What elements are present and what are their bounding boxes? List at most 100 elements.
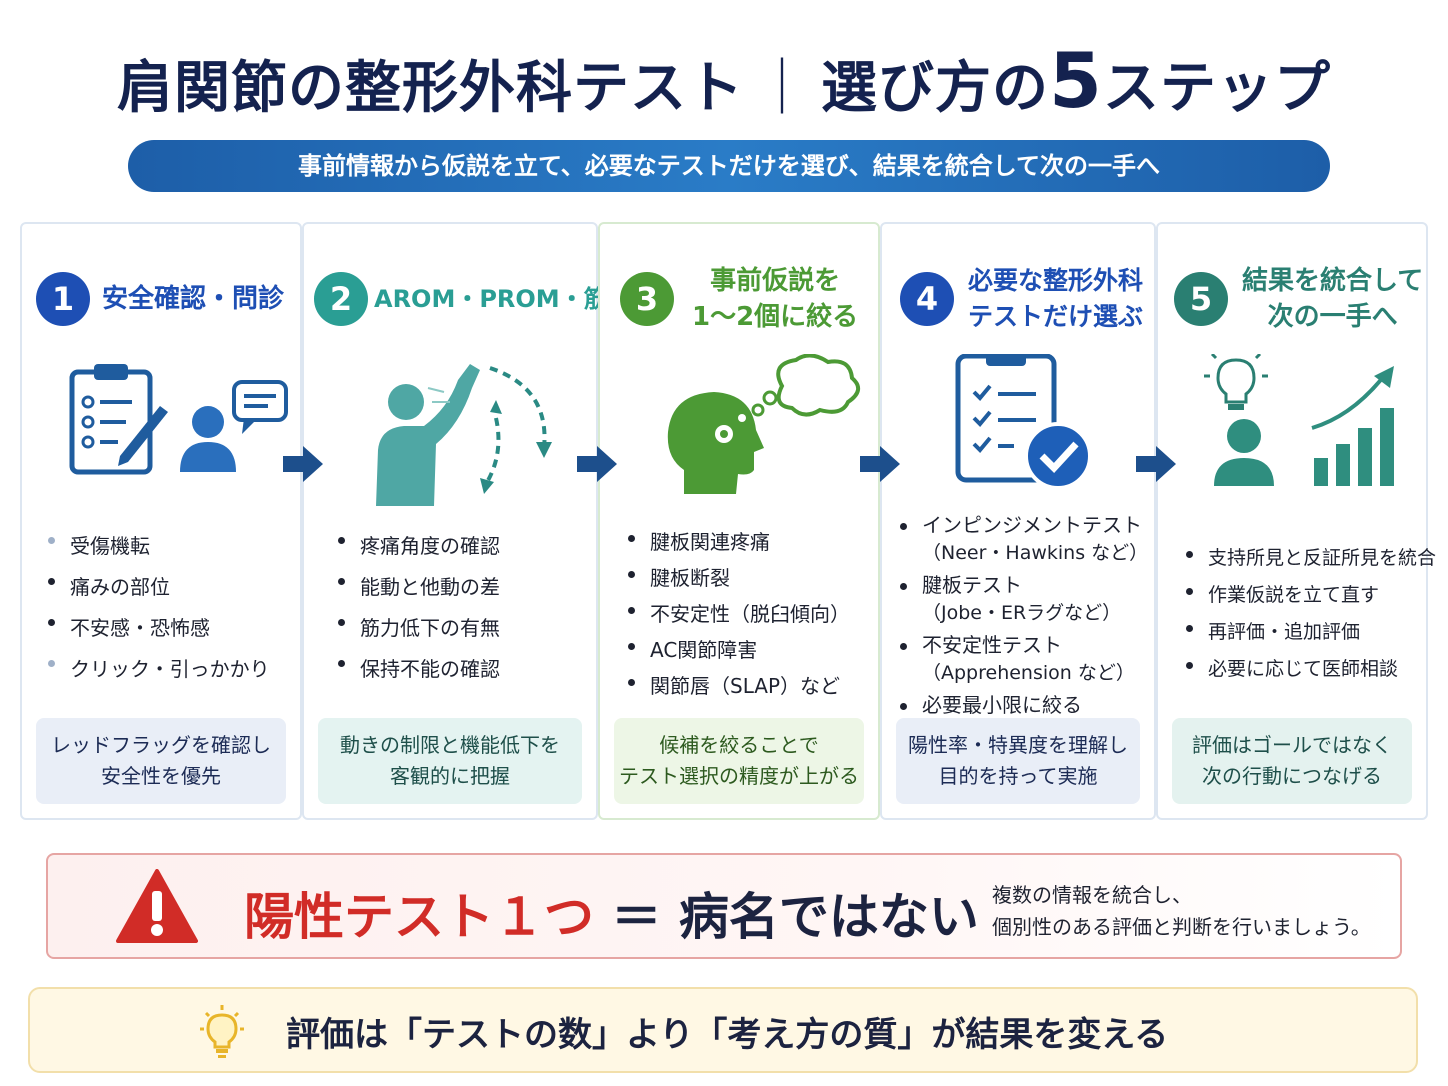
- bullet-sub: （Jobe・ERラグなど）: [922, 602, 1122, 624]
- warning-box: 陽性テスト１つ ＝ 病名ではない 複数の情報を統合し、 個別性のある評価と判断を…: [46, 853, 1402, 959]
- step-number-badge: 1: [36, 272, 90, 326]
- note-line: レッドフラッグを確認し: [51, 733, 271, 757]
- tip-text: 評価は「テストの数」より「考え方の質」が結果を変える: [286, 1015, 1169, 1055]
- list-item: 作業仮説を立て直す: [1184, 577, 1426, 614]
- list-item: 必要に応じて医師相談: [1184, 651, 1426, 688]
- list-item: 受傷機転: [46, 526, 300, 567]
- arrow-right-icon: [1136, 446, 1176, 482]
- step-card-4: 4 必要な整形外科 テストだけ選ぶ インピンジメントテ: [880, 222, 1156, 820]
- step-bullet-list: 腱板関連疼痛 腱板断裂 不安定性（脱臼傾向） AC関節障害 関節唇（SLAP）な…: [626, 524, 878, 704]
- step-illustration: [22, 354, 300, 514]
- list-item: 不安定性テスト （Apprehension など）: [898, 632, 1154, 686]
- bullet-main: 必要最小限に絞る: [922, 693, 1082, 717]
- list-item: 支持所見と反証所見を統合: [1184, 540, 1436, 577]
- bullet-main: インピンジメントテスト: [922, 513, 1142, 537]
- step-title: 事前仮説を 1～2個に絞る: [692, 263, 858, 335]
- step-title: 結果を統合して 次の一手へ: [1242, 263, 1423, 335]
- arm-raise-icon: [376, 364, 552, 506]
- step-number-badge: 5: [1174, 272, 1228, 326]
- title-separator: ｜: [754, 56, 812, 121]
- step-header: 1 安全確認・問診: [22, 244, 300, 354]
- list-item: 不安定性（脱臼傾向）: [626, 596, 878, 632]
- step-title: AROM・PROM・筋力: [374, 281, 632, 317]
- step-header: 3 事前仮説を 1～2個に絞る: [600, 244, 878, 354]
- list-item: 関節唇（SLAP）など: [626, 668, 878, 704]
- list-item: インピンジメントテスト （Neer・Hawkins など）: [898, 512, 1154, 566]
- arrow-right-icon: [283, 446, 323, 482]
- step-title-line: テストだけ選ぶ: [968, 302, 1144, 331]
- list-item: 保持不能の確認: [336, 649, 596, 690]
- step-card-2: 2 AROM・PROM・筋力 疼痛角度の確認 能動と他動の差 筋力低下の有無 保…: [302, 222, 632, 820]
- step-bullet-list: 支持所見と反証所見を統合 作業仮説を立て直す 再評価・追加評価 必要に応じて医師…: [1184, 540, 1436, 688]
- lightbulb-icon: [1204, 350, 1268, 410]
- warning-headline-red: 陽性テスト１つ: [244, 888, 594, 946]
- warning-subtext: 複数の情報を統合し、 個別性のある評価と判断を行いましょう。: [992, 879, 1371, 943]
- clipboard-icon: [69, 364, 168, 475]
- note-line: 評価はゴールではなく: [1192, 733, 1392, 757]
- bullet-main: 不安定性テスト: [922, 633, 1062, 657]
- step-number-badge: 3: [620, 272, 674, 326]
- chat-bubble-icon: [232, 380, 288, 434]
- step-header: 2 AROM・PROM・筋力: [304, 244, 632, 354]
- checkmark-icon: [1024, 422, 1092, 490]
- person-icon: [180, 406, 236, 472]
- warning-icon: [116, 869, 198, 943]
- note-line: 候補を絞ることで: [659, 733, 819, 757]
- warning-headline-dark: ＝ 病名ではない: [594, 888, 979, 946]
- step-title-line: 次の一手へ: [1267, 302, 1398, 332]
- note-line: 客観的に把握: [390, 764, 510, 788]
- step-title-line: 事前仮説を: [710, 266, 841, 296]
- step-bullet-list: 受傷機転 痛みの部位 不安感・恐怖感 クリック・引っかかり: [46, 526, 300, 690]
- person-icon: [1214, 419, 1274, 486]
- list-item: 腱板断裂: [626, 560, 878, 596]
- note-line: 動きの制限と機能低下を: [340, 733, 560, 757]
- warning-headline: 陽性テスト１つ ＝ 病名ではない: [244, 877, 979, 949]
- warning-subtext-line: 個別性のある評価と判断を行いましょう。: [992, 915, 1371, 939]
- step-title-line: 必要な整形外科: [968, 266, 1144, 295]
- title-main: 肩関節の整形外科テスト: [117, 56, 745, 121]
- note-line: 安全性を優先: [101, 764, 221, 788]
- head-thought-icon: [667, 353, 860, 494]
- step-note: 陽性率・特異度を理解し 目的を持って実施: [896, 718, 1140, 804]
- step-card-3: 3 事前仮説を 1～2個に絞る 腱板関連疼痛 腱板断裂 不安定性（脱臼傾向） A…: [598, 222, 880, 820]
- list-item: AC関節障害: [626, 632, 878, 668]
- step-title-line: AROM・PROM・筋力: [374, 285, 632, 313]
- list-item: 腱板関連疼痛: [626, 524, 878, 560]
- note-line: 次の行動につなげる: [1202, 764, 1382, 788]
- bullet-main: 腱板テスト: [922, 573, 1022, 597]
- note-line: 目的を持って実施: [938, 764, 1098, 788]
- step-illustration: [600, 353, 878, 514]
- step-title-line: 1～2個に絞る: [692, 302, 859, 332]
- step-number-badge: 4: [900, 272, 954, 326]
- step-note: レッドフラッグを確認し 安全性を優先: [36, 718, 286, 804]
- step-header: 5 結果を統合して 次の一手へ: [1158, 244, 1426, 354]
- step-title: 安全確認・問診: [102, 281, 284, 317]
- list-item: 必要最小限に絞る: [898, 692, 1154, 718]
- page-title: 肩関節の整形外科テスト｜選び方の5ステップ: [0, 36, 1448, 125]
- note-line: 陽性率・特異度を理解し: [908, 733, 1128, 757]
- chart-growth-icon: [1311, 366, 1394, 486]
- arrow-right-icon: [577, 446, 617, 482]
- step-note: 候補を絞ることで テスト選択の精度が上がる: [614, 718, 864, 804]
- list-item: 筋力低下の有無: [336, 608, 596, 649]
- bullet-sub: （Apprehension など）: [922, 662, 1135, 684]
- list-item: 能動と他動の差: [336, 567, 596, 608]
- step-title-line: 結果を統合して: [1242, 266, 1424, 296]
- step-illustration: [882, 348, 1154, 514]
- tip-box: 評価は「テストの数」より「考え方の質」が結果を変える: [28, 987, 1418, 1073]
- step-title-line: 安全確認・問診: [102, 284, 285, 314]
- title-tail: ステップ: [1102, 56, 1331, 121]
- step-card-1: 1 安全確認・問診: [20, 222, 302, 820]
- list-item: 再評価・追加評価: [1184, 614, 1426, 651]
- step-header: 4 必要な整形外科 テストだけ選ぶ: [882, 244, 1154, 354]
- list-item: 腱板テスト （Jobe・ERラグなど）: [898, 572, 1154, 626]
- step-number-badge: 2: [314, 272, 368, 326]
- list-item: クリック・引っかかり: [46, 649, 300, 690]
- checklist-icon: [955, 348, 1057, 483]
- list-item: 疼痛角度の確認: [336, 526, 596, 567]
- step-illustration: [1158, 350, 1426, 514]
- step-bullet-list: 疼痛角度の確認 能動と他動の差 筋力低下の有無 保持不能の確認: [336, 526, 596, 690]
- warning-subtext-line: 複数の情報を統合し、: [992, 883, 1192, 907]
- step-card-5: 5 結果を統合して 次の一手へ: [1156, 222, 1436, 820]
- lightbulb-icon: [200, 1005, 244, 1058]
